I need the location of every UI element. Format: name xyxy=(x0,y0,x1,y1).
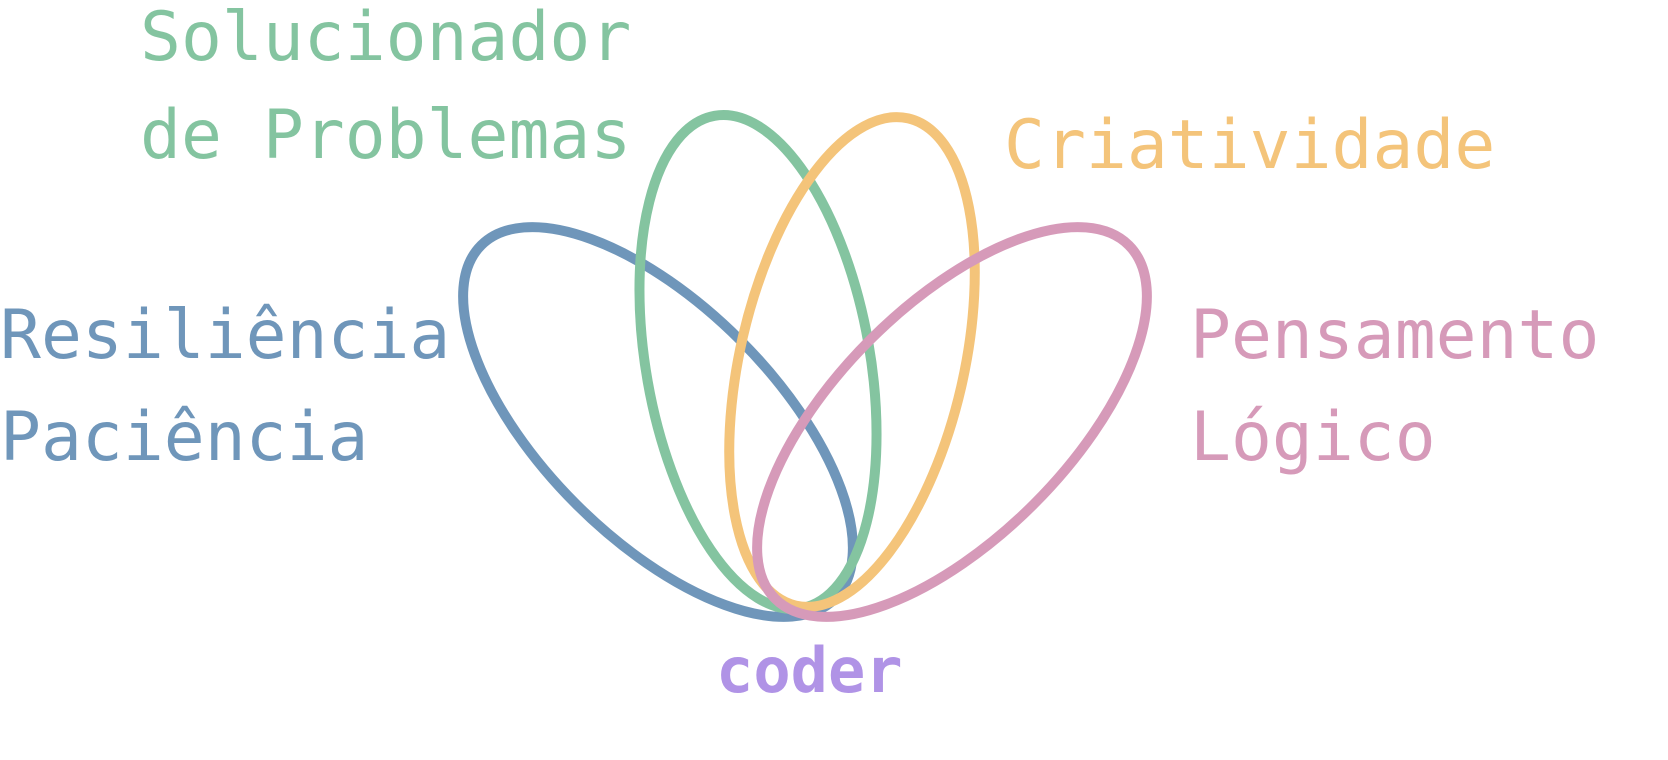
label-line: Solucionador xyxy=(140,0,632,77)
center-label-coder: coder xyxy=(716,634,903,707)
label-resiliencia-paciencia: Resiliência Paciência xyxy=(0,302,450,472)
label-criatividade: Criatividade xyxy=(1004,112,1495,180)
label-line: de Problemas xyxy=(140,96,632,175)
petal-criatividade xyxy=(724,112,980,612)
label-line: Criatividade xyxy=(1004,106,1496,185)
petal-pensamento xyxy=(752,222,1152,622)
label-pensamento-logico: Pensamento Lógico xyxy=(1190,302,1599,472)
label-solucionador-de-problemas: Solucionador de Problemas xyxy=(140,4,631,170)
label-line: Paciência xyxy=(0,398,369,477)
label-line: Resiliência xyxy=(0,296,451,375)
label-line: Pensamento xyxy=(1190,296,1600,375)
label-line: Lógico xyxy=(1190,398,1436,477)
